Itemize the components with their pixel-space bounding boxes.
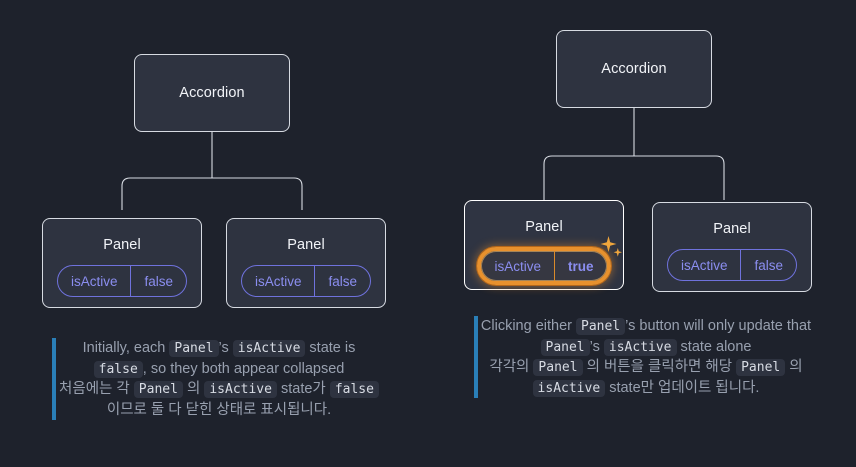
inline-code-chip: false	[329, 381, 379, 399]
panel-node-3-selected[interactable]: Panel isActive true	[464, 200, 624, 290]
root-node-accordion-2: Accordion	[556, 30, 712, 108]
panel-node-4-label: Panel	[713, 221, 751, 237]
inline-code-chip: Panel	[736, 359, 786, 377]
inline-code-chip: Panel	[133, 381, 183, 399]
caption-initial-state: Initially, each Panel’s isActive state i…	[52, 338, 382, 421]
panel-node-4[interactable]: Panel isActive false	[652, 202, 812, 292]
panel-4-state-value: false	[740, 250, 796, 280]
root-node-accordion: Accordion	[134, 54, 290, 132]
panel-4-state-pill[interactable]: isActive false	[666, 249, 798, 281]
inline-code-chip: Panel	[169, 340, 219, 357]
panel-2-state-value: false	[314, 266, 370, 296]
panel-2-state-key: isActive	[254, 273, 302, 289]
root-node-label-2: Accordion	[601, 61, 667, 77]
tree-connector	[121, 132, 303, 210]
diagram-after-click-state: Accordion Panel isActive true	[428, 0, 856, 467]
panel-node-1[interactable]: Panel isActive false	[42, 218, 202, 308]
panel-2-state-pill[interactable]: isActive false	[240, 265, 372, 297]
inline-code-chip: Panel	[533, 359, 583, 377]
tree-connector-2	[543, 108, 725, 200]
panel-node-2[interactable]: Panel isActive false	[226, 218, 386, 308]
diagram-initial-state: Accordion Panel isActive false Panel isA…	[42, 54, 386, 421]
inline-code-chip: Panel	[576, 318, 626, 335]
panel-3-state-value: true	[554, 251, 607, 281]
panel-1-state-value: false	[130, 266, 186, 296]
inline-code-chip: isActive	[232, 340, 306, 357]
caption-initial-state-en: Initially, each Panel’s isActive state i…	[82, 340, 356, 378]
panel-3-state-key: isActive	[494, 258, 541, 274]
caption-after-click-en: Clicking either Panel’s button will only…	[480, 318, 812, 356]
root-node-label: Accordion	[179, 85, 245, 101]
inline-code-chip: false	[93, 360, 143, 378]
panel-4-state-key: isActive	[680, 257, 728, 273]
inline-code-chip: Panel	[540, 338, 590, 356]
caption-initial-state-ko: 처음에는 각 Panel 의 isActive state가 false 이므로…	[56, 379, 382, 420]
panel-1-state-key: isActive	[70, 273, 118, 289]
caption-after-click-state: Clicking either Panel’s button will only…	[474, 316, 814, 399]
panel-node-3-label: Panel	[525, 219, 563, 235]
panel-node-1-label: Panel	[103, 237, 141, 253]
inline-code-chip: isActive	[532, 379, 606, 397]
panel-1-state-pill[interactable]: isActive false	[56, 265, 188, 297]
caption-after-click-ko: 각각의 Panel 의 버튼을 클릭하면 해당 Panel 의 isActive…	[489, 359, 803, 397]
panel-node-2-label: Panel	[287, 237, 325, 253]
inline-code-chip: isActive	[204, 381, 277, 399]
panel-3-state-pill-active[interactable]: isActive true	[477, 236, 622, 285]
inline-code-chip: isActive	[603, 338, 677, 356]
